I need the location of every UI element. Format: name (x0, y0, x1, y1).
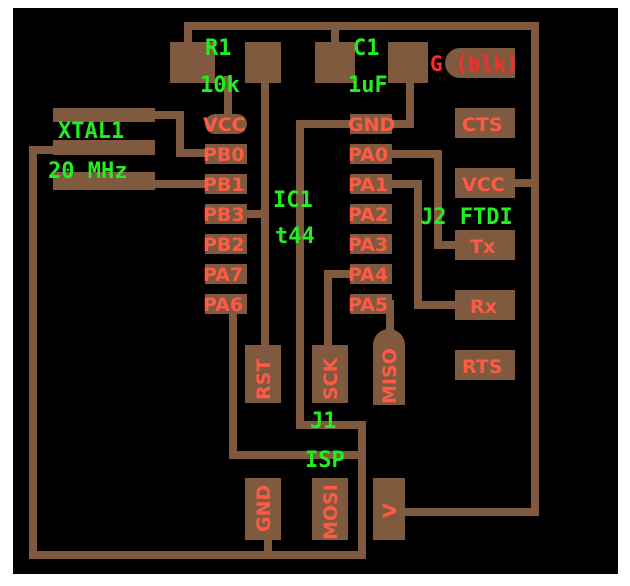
pin-label: RTS (462, 356, 502, 378)
pin-label: PB3 (203, 204, 245, 226)
ftdi-ground-label: G (blk) (430, 52, 519, 76)
pin-label: PA3 (348, 234, 388, 256)
pin-label: PA2 (348, 204, 388, 226)
pin-label: PA6 (203, 294, 243, 316)
pin-label: Rx (470, 296, 497, 318)
pin-label: PA5 (348, 294, 388, 316)
pin-label: MISO (379, 348, 401, 404)
pin-label: PA1 (348, 174, 388, 196)
pin-label: PB1 (203, 174, 245, 196)
pin-label: Tx (470, 236, 495, 258)
pin-label: PA7 (203, 264, 243, 286)
pin-label: V (379, 503, 401, 518)
pin-label: VCC (462, 174, 505, 196)
c1-ref: C1 (353, 36, 380, 61)
r1-value: 10k (200, 73, 240, 98)
pin-label: PA0 (348, 144, 388, 166)
ic1-right-pins: GND PA0 PA1 PA2 PA3 PA4 PA5 (348, 114, 395, 316)
pin-label: PB0 (203, 144, 245, 166)
pin-label: MOSI (320, 484, 342, 540)
pin-label: PA4 (348, 264, 388, 286)
isp-pins: RST SCK MISO GND MOSI V (253, 348, 401, 540)
pads (53, 42, 515, 540)
j1-value: ISP (305, 448, 345, 473)
ic1-left-pins: VCC PB0 PB1 PB3 PB2 PA7 PA6 (203, 114, 246, 316)
pin-label: GND (253, 485, 275, 532)
ic1-ref: IC1 (273, 188, 313, 213)
traces (29, 22, 539, 559)
pin-label: VCC (203, 114, 246, 136)
ic1-value: t44 (275, 224, 315, 249)
pin-label: PB2 (203, 234, 245, 256)
c1-value: 1uF (348, 73, 388, 98)
pin-label: GND (348, 114, 395, 136)
r1-ref: R1 (205, 36, 232, 61)
pin-label: CTS (462, 114, 503, 136)
ftdi-pins: CTS VCC Tx Rx RTS (462, 114, 505, 378)
pin-label: RST (253, 359, 275, 400)
pin-label: SCK (320, 356, 342, 400)
xtal-ref: XTAL1 (58, 119, 124, 144)
xtal-value: 20 MHz (48, 159, 127, 184)
j2-ref: J2 FTDI (420, 205, 513, 230)
j1-ref: J1 (310, 409, 337, 434)
